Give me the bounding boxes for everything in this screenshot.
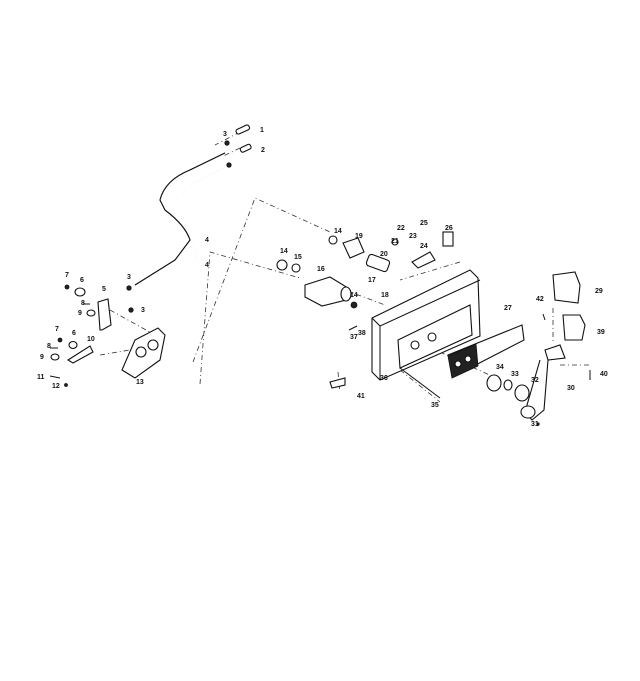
callout-label-19: 19 [355, 233, 363, 240]
callout-label-8: 8 [47, 343, 51, 350]
callout-label-39: 39 [597, 329, 605, 336]
callout-label-29: 29 [595, 288, 603, 295]
callout-label-12: 12 [52, 383, 60, 390]
callout-label-7: 7 [65, 272, 69, 279]
callout-label-6: 6 [80, 277, 84, 284]
callout-label-38: 38 [358, 330, 366, 337]
callout-label-36: 36 [380, 375, 388, 382]
callout-label-14: 14 [280, 248, 288, 255]
callout-label-21: 21 [391, 238, 399, 245]
callout-labels: 1234433765897610891112131415161419202221… [37, 127, 608, 428]
callout-label-24: 24 [420, 243, 428, 250]
callout-label-37: 37 [350, 334, 358, 341]
handle-parts [486, 271, 591, 426]
linkage-parts [49, 284, 166, 387]
callout-label-2: 2 [261, 147, 265, 154]
callout-label-16: 16 [317, 266, 325, 273]
callout-label-20: 20 [380, 251, 388, 258]
callout-label-41: 41 [357, 393, 365, 400]
callout-label-15: 15 [294, 254, 302, 261]
callout-label-7: 7 [55, 326, 59, 333]
callout-label-26: 26 [445, 225, 453, 232]
callout-label-31: 31 [531, 421, 539, 428]
callout-label-10: 10 [87, 336, 95, 343]
callout-label-30: 30 [567, 385, 575, 392]
callout-label-14: 14 [350, 292, 358, 299]
callout-label-6: 6 [72, 330, 76, 337]
callout-label-9: 9 [78, 310, 82, 317]
callout-label-32: 32 [531, 377, 539, 384]
callout-label-4: 4 [205, 237, 209, 244]
callout-label-42: 42 [536, 296, 544, 303]
callout-label-34: 34 [496, 364, 504, 371]
callout-label-33: 33 [511, 371, 519, 378]
callout-label-22: 22 [397, 225, 405, 232]
callout-label-3: 3 [127, 274, 131, 281]
callout-label-27: 27 [504, 305, 512, 312]
callout-label-35: 35 [431, 402, 439, 409]
callout-label-3: 3 [223, 131, 227, 138]
callout-label-40: 40 [600, 371, 608, 378]
callout-label-8: 8 [81, 300, 85, 307]
callout-label-18: 18 [381, 292, 389, 299]
callout-label-23: 23 [409, 233, 417, 240]
shaft-parts [276, 231, 454, 331]
control-housing-36 [329, 269, 525, 399]
callout-label-11: 11 [37, 374, 45, 381]
assembly-lines [99, 131, 590, 403]
callout-label-9: 9 [40, 354, 44, 361]
callout-label-5: 5 [102, 286, 106, 293]
callout-label-3: 3 [141, 307, 145, 314]
callout-label-17: 17 [368, 277, 376, 284]
cable-ends [126, 124, 252, 313]
callout-label-1: 1 [260, 127, 264, 134]
callout-label-13: 13 [136, 379, 144, 386]
callout-label-14: 14 [334, 228, 342, 235]
callout-label-25: 25 [420, 220, 428, 227]
cable-assembly-4 [134, 152, 229, 306]
callout-label-4: 4 [205, 262, 209, 269]
